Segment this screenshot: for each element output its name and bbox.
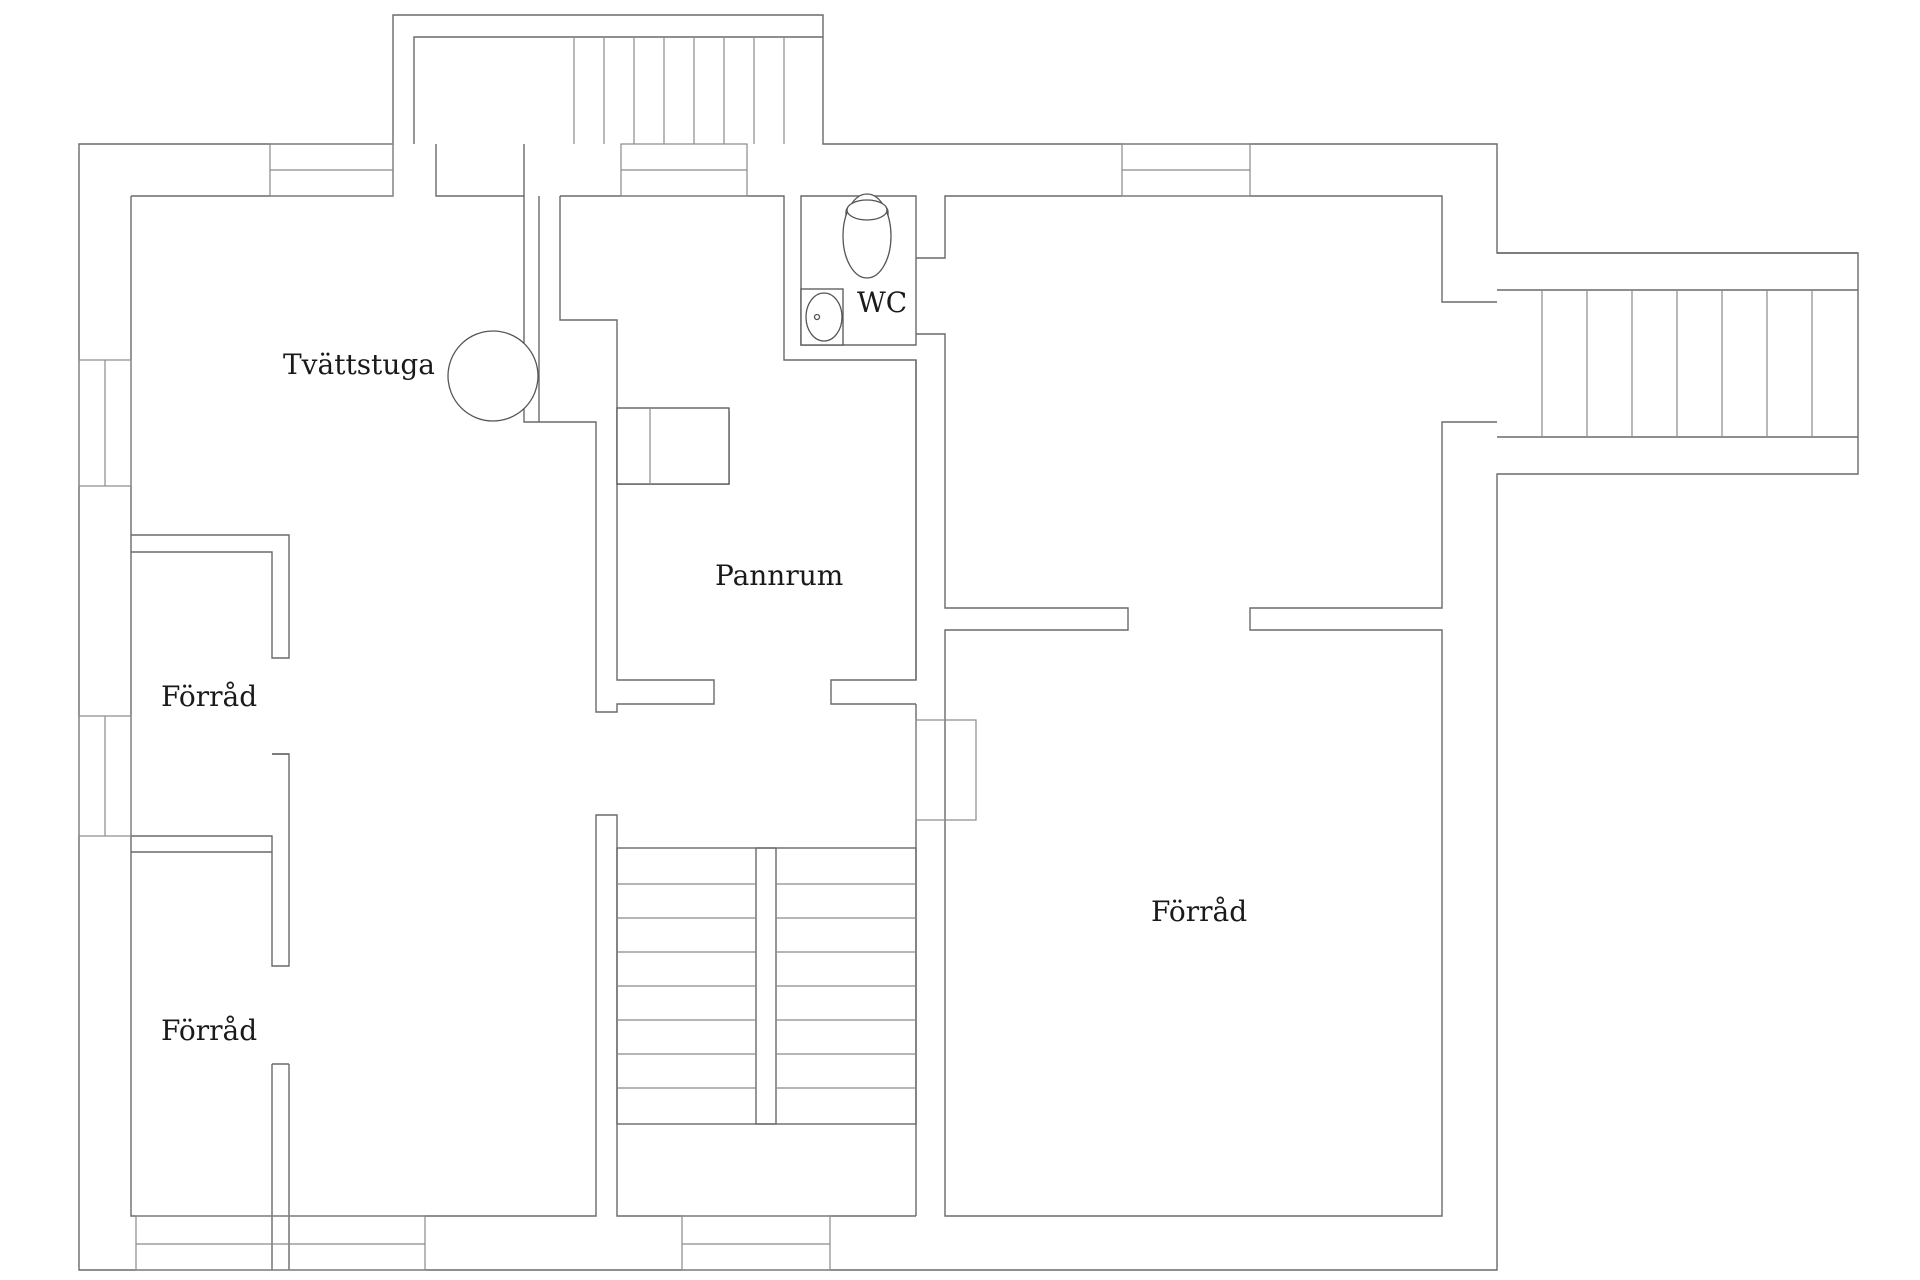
room-label-laundry: Tvättstuga [283, 348, 435, 381]
windows [78, 143, 1251, 1271]
boiler-unit [616, 407, 730, 485]
entrance-stairs-top [413, 36, 823, 144]
partition-walls [131, 534, 290, 1270]
room-label-storage-left-upper: Förråd [161, 680, 257, 713]
exterior-walls [78, 14, 1859, 1271]
room-label-storage-left-lower: Förråd [161, 1014, 257, 1047]
sink-icon [800, 288, 844, 346]
room-label-wc: WC [857, 286, 907, 319]
circle-drain-icon [447, 330, 539, 422]
toilet-icon [842, 193, 892, 279]
room-label-boiler-room: Pannrum [715, 559, 843, 592]
room-label-storage-right: Förråd [1151, 895, 1247, 928]
entrance-stairs-right [1497, 289, 1858, 438]
interior-stairs [616, 847, 917, 1125]
